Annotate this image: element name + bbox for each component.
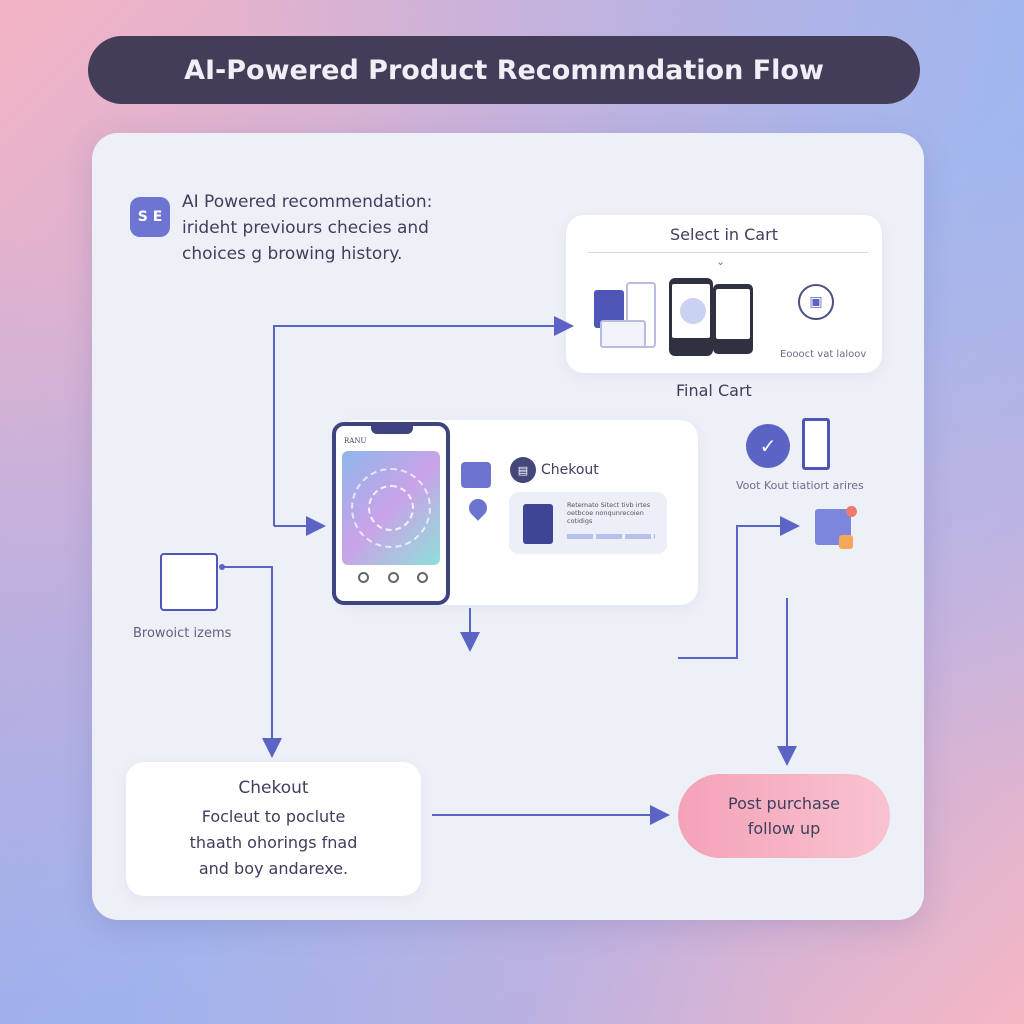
receipt-phone-icon: [802, 418, 830, 470]
select-in-cart-heading: Select in Cart: [670, 225, 778, 244]
circle-button-icon[interactable]: [358, 572, 369, 583]
intro-line: AI Powered recommendation:: [182, 192, 433, 212]
fingerprint-icon: [342, 451, 440, 565]
post-line: follow up: [747, 819, 821, 838]
intro-line: irideht previours checies and: [182, 218, 429, 238]
phone-icon: [713, 284, 753, 354]
products-icon: [461, 462, 491, 488]
cards-icon: [523, 504, 553, 544]
page-title: AI-Powered Product Recommndation Flow: [88, 36, 920, 104]
phone-icon: [669, 278, 713, 356]
phone-brand: RANU: [344, 437, 367, 445]
select-in-cart-box: Select in Cart ⌄ ▣ Eoooct vat laloov: [566, 215, 882, 373]
checkout-detail-text: Retemato Sitect tivb irtes oetbcoe nonqu…: [567, 501, 650, 525]
checkout-box: Chekout Focleut to poclute thaath ohorin…: [126, 762, 421, 896]
select-in-cart-caption: Eoooct vat laloov: [780, 349, 867, 360]
phone-notch: [371, 424, 413, 434]
documents-icon: [600, 320, 646, 348]
circle-button-icon[interactable]: [417, 572, 428, 583]
detail-line: oetbcoe nonqunrecoien: [567, 509, 644, 517]
post-purchase-button[interactable]: Post purchase follow up: [678, 774, 890, 858]
chevron-down-icon: ⌄: [716, 255, 726, 268]
divider: [588, 252, 868, 253]
phone-mockup: RANU: [332, 422, 450, 605]
arrow-to-order: [678, 516, 800, 659]
product-search-icon: ▣: [798, 284, 834, 320]
checkout-panel-label: Chekout: [541, 462, 599, 478]
bag-icon: [839, 535, 853, 549]
browse-items-icon: [160, 553, 218, 611]
checkmark-icon: ✓: [746, 424, 790, 468]
ai-badge-icon: S E: [130, 197, 170, 237]
post-line: Post purchase: [727, 794, 840, 813]
checkout-detail-card: Retemato Sitect tivb irtes oetbcoe nonqu…: [509, 492, 667, 554]
detail-line: cotidigs: [567, 517, 593, 525]
alert-badge-icon: [846, 506, 857, 517]
final-cart-label: Final Cart: [676, 381, 752, 400]
progress-segments: [567, 534, 655, 539]
order-icon: [815, 506, 857, 549]
phone-buttons: [358, 572, 428, 583]
checkout-line: thaath ohorings fnad: [189, 833, 358, 852]
circle-button-icon[interactable]: [387, 572, 399, 583]
arrow-to-select-cart: [273, 316, 574, 526]
checkout-icon: ▤: [510, 457, 536, 483]
checkout-box-heading: Chekout: [238, 778, 309, 798]
intro-text: AI Powered recommendation: irideht previ…: [182, 189, 432, 267]
arrow-browse-to-checkout: [222, 566, 282, 758]
detail-line: Retemato Sitect tivb irtes: [567, 501, 651, 509]
checkout-line: and boy andarexe.: [198, 859, 349, 878]
intro-line: choices g browing history.: [182, 244, 403, 264]
checkout-box-text: Focleut to poclute thaath ohorings fnad …: [126, 804, 421, 882]
checkout-line: Focleut to poclute: [201, 807, 346, 826]
connector-dot: [219, 564, 225, 570]
browse-items-label: Browoict izems: [133, 626, 232, 641]
right-caption: Voot Kout tiatiort arires: [736, 479, 864, 492]
